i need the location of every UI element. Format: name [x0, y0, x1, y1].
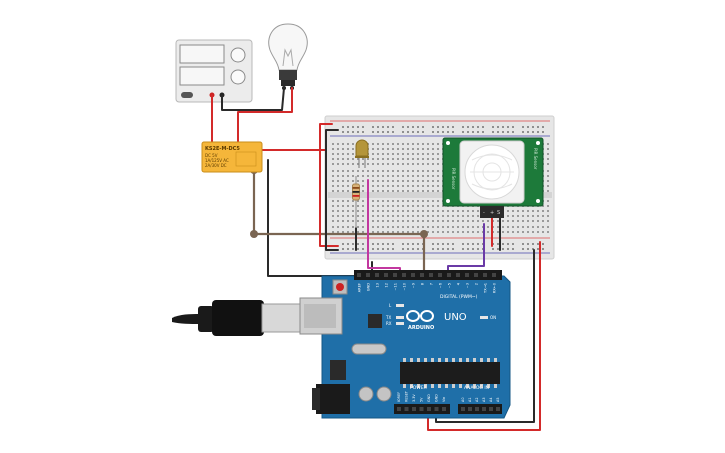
relay[interactable]: KS2E-M-DC5 DC 5V 1A/125V AC 2A/30V DC [201, 141, 263, 173]
power-pin-label: IOREF [397, 392, 401, 402]
led-label-tx: TX [385, 315, 391, 320]
digital-pin-label: TX→1 [484, 283, 488, 294]
digital-pin-label: 4 [457, 282, 461, 285]
analog-pin-label: A5 [496, 398, 500, 402]
relay-part-number: KS2E-M-DC5 [205, 146, 240, 152]
light-bulb[interactable] [268, 23, 308, 90]
digital-pin-label: AREF [358, 283, 362, 292]
power-pin-label: GND [427, 394, 431, 402]
digital-pin-label: ~11 [394, 283, 398, 291]
power-switch[interactable] [181, 92, 193, 98]
wire-rail-black-left [325, 129, 339, 251]
analog-pin-label: A0 [461, 398, 465, 402]
pir-label-left: PIR Sensor [451, 168, 456, 190]
power-pin-label: RESET [405, 390, 409, 402]
digital-pin-label: ~6 [439, 282, 443, 288]
digital-pin-label: GND [367, 283, 371, 291]
analog-header-label: ANALOG IN [464, 385, 489, 391]
digital-header [354, 270, 502, 280]
led-label-l: L [389, 303, 392, 308]
relay-spec-1: DC 5V [205, 153, 218, 158]
power-pin-label: GND [435, 394, 439, 402]
led[interactable] [355, 139, 369, 168]
atmega-chip [400, 362, 500, 384]
power-pin-label: 3.3V [412, 394, 416, 402]
wire-bulb-relay [237, 87, 293, 143]
digital-pin-label: ~10 [403, 282, 407, 290]
digital-pin-label: 2 [475, 283, 479, 285]
current-knob[interactable] [230, 69, 246, 85]
voltage-knob[interactable] [230, 47, 246, 63]
pir-pin-plus: + [490, 210, 494, 216]
digital-pin-label: ~5 [448, 283, 452, 288]
led-l [396, 304, 404, 307]
relay-spec-3: 2A/30V DC [205, 163, 227, 168]
power-supply-display-2 [179, 66, 225, 86]
pir-sensor[interactable]: PIR Sensor PIR Sensor - + S [442, 137, 544, 218]
led-rx [396, 322, 404, 325]
power-pin-label: 5V [420, 397, 424, 402]
power-jack [316, 384, 350, 414]
power-pin-label: Vin [442, 397, 446, 402]
wire-ps-black [221, 87, 285, 111]
pir-pin-signal: S [497, 210, 500, 216]
led-tx [396, 316, 404, 319]
pir-pin-minus: - [483, 210, 485, 216]
digital-pin-label: ~9 [412, 282, 416, 288]
analog-pin-label: A3 [482, 398, 486, 402]
arduino-brand: ARDUINO [408, 325, 434, 331]
led-label-on: ON [490, 315, 496, 320]
digital-pin-label: ~3 [466, 283, 470, 288]
led-on [480, 316, 488, 319]
usb-cable[interactable] [172, 300, 304, 336]
pir-label-right: PIR Sensor [533, 148, 538, 170]
analog-pin-label: A4 [489, 398, 493, 402]
analog-pin-label: A1 [468, 398, 472, 402]
arduino-uno[interactable]: L TX RX ON ARDUINO UNO AREF GND 13 12 ~11 ~10… [299, 270, 511, 419]
relay-spec-2: 1A/125V AC [205, 158, 229, 163]
analog-header [458, 404, 502, 414]
power-supply[interactable] [175, 39, 253, 103]
digital-header-label: DIGITAL (PWM~) [440, 294, 478, 300]
power-header-label: POWER [410, 385, 427, 391]
power-supply-display-1 [179, 44, 225, 64]
digital-pin-label: 8 [421, 282, 425, 285]
chip-pins [403, 358, 497, 388]
digital-pin-label: 7 [430, 283, 434, 285]
digital-pin-label: RX←0 [493, 282, 497, 293]
digital-pin-label: 13 [376, 283, 380, 288]
wire-rail-red-left [319, 123, 339, 247]
digital-pin-label: 12 [385, 283, 389, 288]
arduino-logo [406, 310, 434, 322]
wire-5v-red [427, 241, 541, 431]
usb-plug [261, 303, 301, 333]
resistor[interactable] [352, 176, 360, 228]
arduino-model: UNO [444, 312, 467, 323]
analog-pin-label: A2 [475, 398, 479, 402]
led-label-rx: RX [386, 321, 392, 326]
